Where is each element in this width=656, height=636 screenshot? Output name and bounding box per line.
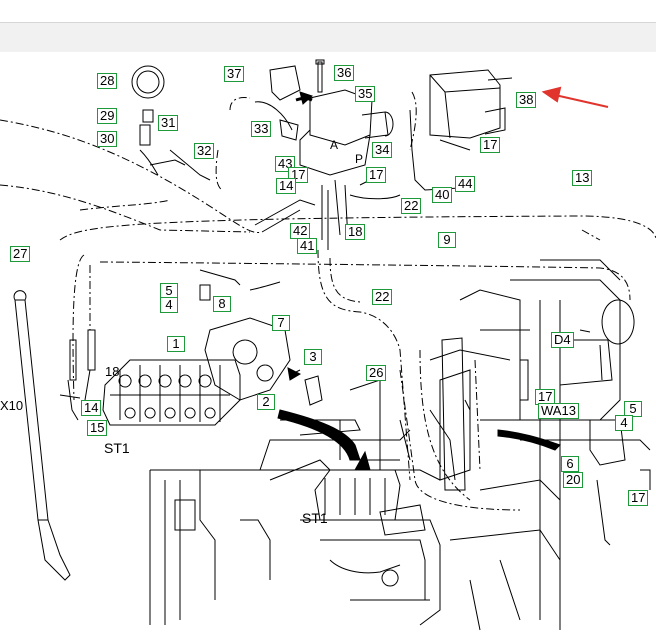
callout-44[interactable]: 44	[455, 176, 476, 192]
callout-29[interactable]: 29	[97, 108, 118, 124]
callout-1[interactable]: 1	[167, 336, 185, 352]
callout-17-right[interactable]: 17	[535, 389, 556, 405]
label-x10: X10	[0, 398, 24, 413]
callout-42[interactable]: 42	[290, 223, 311, 239]
label-wa13[interactable]: WA13	[538, 403, 579, 419]
label-st1-upper: ST1	[104, 440, 130, 456]
label-port-a: A	[330, 138, 339, 152]
callout-3[interactable]: 3	[304, 349, 322, 365]
callout-22-mid[interactable]: 22	[372, 289, 393, 305]
window-top-bar	[0, 0, 656, 22]
black-arrows	[277, 91, 561, 471]
callout-37[interactable]: 37	[224, 66, 245, 82]
callout-14-top[interactable]: 14	[276, 178, 297, 194]
callout-28[interactable]: 28	[97, 73, 118, 89]
callout-17-top-far[interactable]: 17	[480, 137, 501, 153]
label-18-left: 18	[105, 364, 120, 379]
diagram-drawing	[0, 59, 656, 631]
valve-block-main	[102, 359, 241, 426]
dashed-routing-lines	[0, 91, 656, 511]
callout-27[interactable]: 27	[10, 246, 31, 262]
callout-31[interactable]: 31	[158, 115, 179, 131]
callout-26[interactable]: 26	[366, 365, 387, 381]
callout-30[interactable]: 30	[97, 131, 118, 147]
label-d4[interactable]: D4	[551, 332, 574, 348]
callout-17-top-right[interactable]: 17	[366, 167, 387, 183]
callout-41[interactable]: 41	[297, 238, 318, 254]
callout-2[interactable]: 2	[257, 394, 275, 410]
callout-4-right[interactable]: 4	[615, 415, 633, 431]
callout-15[interactable]: 15	[87, 420, 108, 436]
callout-4-left[interactable]: 4	[160, 297, 178, 313]
label-port-p: P	[355, 152, 364, 166]
parts-diagram	[0, 52, 656, 636]
red-pointer-arrow	[541, 86, 609, 108]
callout-34[interactable]: 34	[372, 142, 393, 158]
callout-40[interactable]: 40	[432, 187, 453, 203]
callout-6[interactable]: 6	[561, 456, 579, 472]
label-st1-lower: ST1	[302, 510, 328, 526]
callout-38[interactable]: 38	[516, 92, 537, 108]
callout-7[interactable]: 7	[272, 315, 290, 331]
chassis-frame	[149, 259, 651, 631]
callout-20[interactable]: 20	[563, 472, 584, 488]
callout-32[interactable]: 32	[194, 143, 215, 159]
callout-33[interactable]: 33	[251, 121, 272, 137]
callout-17-bottom-right[interactable]: 17	[628, 490, 649, 506]
callout-18-top[interactable]: 18	[345, 224, 366, 240]
viewer-toolbar	[0, 22, 656, 53]
callout-5-right[interactable]: 5	[624, 401, 642, 417]
callout-13[interactable]: 13	[572, 170, 593, 186]
callout-14-left[interactable]: 14	[81, 400, 102, 416]
callout-22-top[interactable]: 22	[401, 198, 422, 214]
callout-36[interactable]: 36	[334, 65, 355, 81]
callout-8[interactable]: 8	[213, 296, 231, 312]
callout-9[interactable]: 9	[438, 232, 456, 248]
valve-block-lower	[314, 469, 426, 536]
callout-35[interactable]: 35	[355, 86, 376, 102]
